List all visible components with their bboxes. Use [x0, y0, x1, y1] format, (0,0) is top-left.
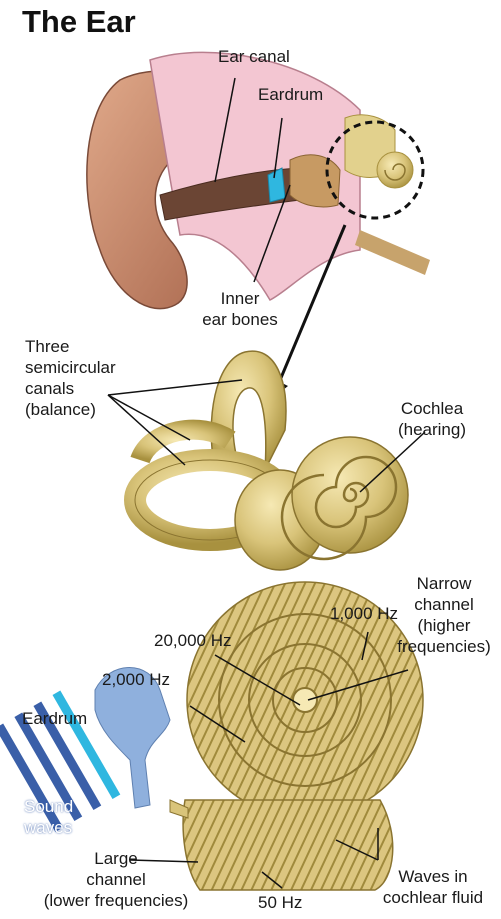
- label-eardrum-top: Eardrum: [258, 84, 323, 105]
- label-50hz: 50 Hz: [258, 892, 302, 913]
- label-inner-ear-bones: Inner ear bones: [200, 288, 280, 330]
- label-ear-canal: Ear canal: [218, 46, 290, 67]
- cochlea-detail-illustration: [0, 582, 423, 890]
- label-waves-in-fluid: Waves in cochlear fluid: [368, 866, 498, 908]
- label-semicircular-canals: Three semicircular canals (balance): [25, 336, 116, 420]
- label-narrow-channel: Narrow channel (higher frequencies): [388, 573, 500, 657]
- label-large-channel: Large channel (lower frequencies): [26, 848, 206, 911]
- label-20000hz: 20,000 Hz: [154, 630, 232, 651]
- label-2000hz: 2,000 Hz: [102, 669, 170, 690]
- label-cochlea: Cochlea (hearing): [382, 398, 482, 440]
- label-sound-waves: Sound waves: [24, 796, 73, 838]
- inner-ear-illustration: [135, 351, 408, 570]
- label-eardrum-bottom: Eardrum: [22, 708, 87, 729]
